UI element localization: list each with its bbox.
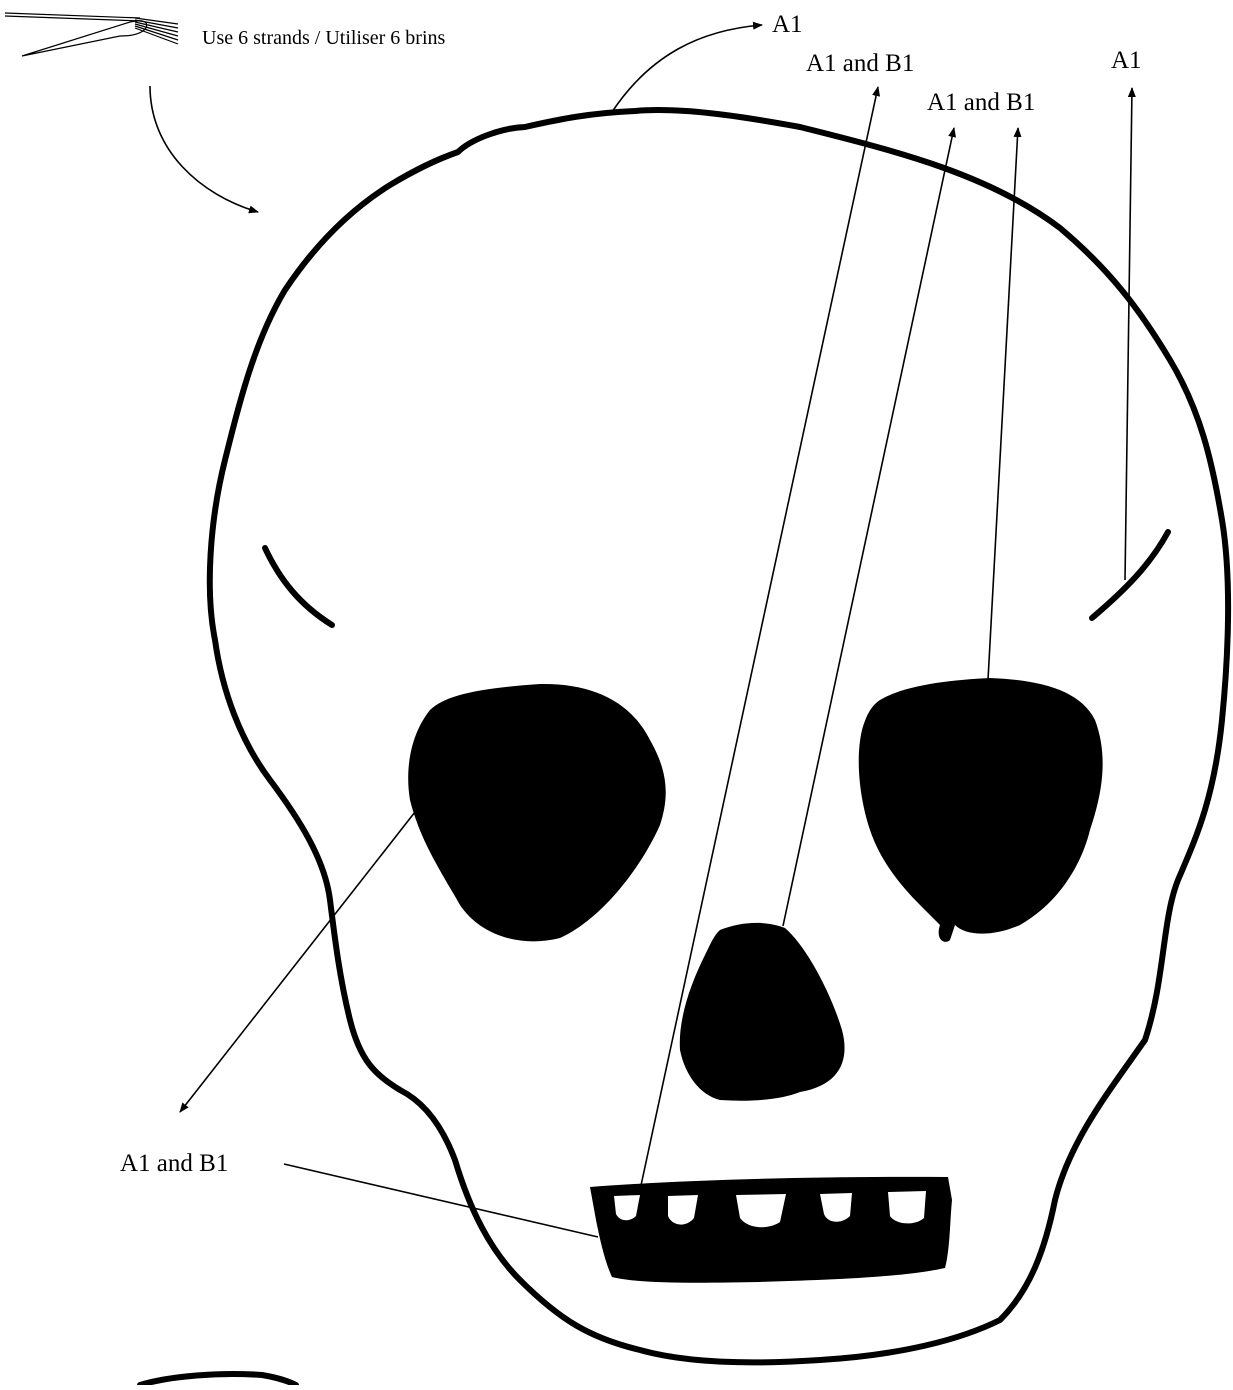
label-a1b1-left: A1 and B1 [120,1150,228,1177]
label-a1-top: A1 [772,11,803,38]
instruction-arrow [150,86,258,212]
instruction-text: Use 6 strands / Utiliser 6 brins [202,27,446,49]
left-eye-socket [408,684,666,941]
leader-left-eye-to-left [180,812,415,1112]
right-brow-line [1092,532,1168,618]
right-eye-socket [859,678,1103,942]
label-a1-right: A1 [1111,47,1142,74]
label-a1b1-center-1: A1 and B1 [806,50,914,77]
left-brow-line [265,548,332,625]
leader-left-to-teeth [284,1164,598,1237]
needle-icon [5,13,178,56]
leader-right-brow-to-right [1125,88,1132,580]
leader-top-outline [612,25,762,112]
leader-right-eye-to-center-2 [988,128,1018,680]
teeth-band [590,1177,952,1283]
partial-outline-bottom [140,1374,296,1385]
nose-cavity [680,923,845,1101]
label-a1b1-center-2: A1 and B1 [927,89,1035,116]
